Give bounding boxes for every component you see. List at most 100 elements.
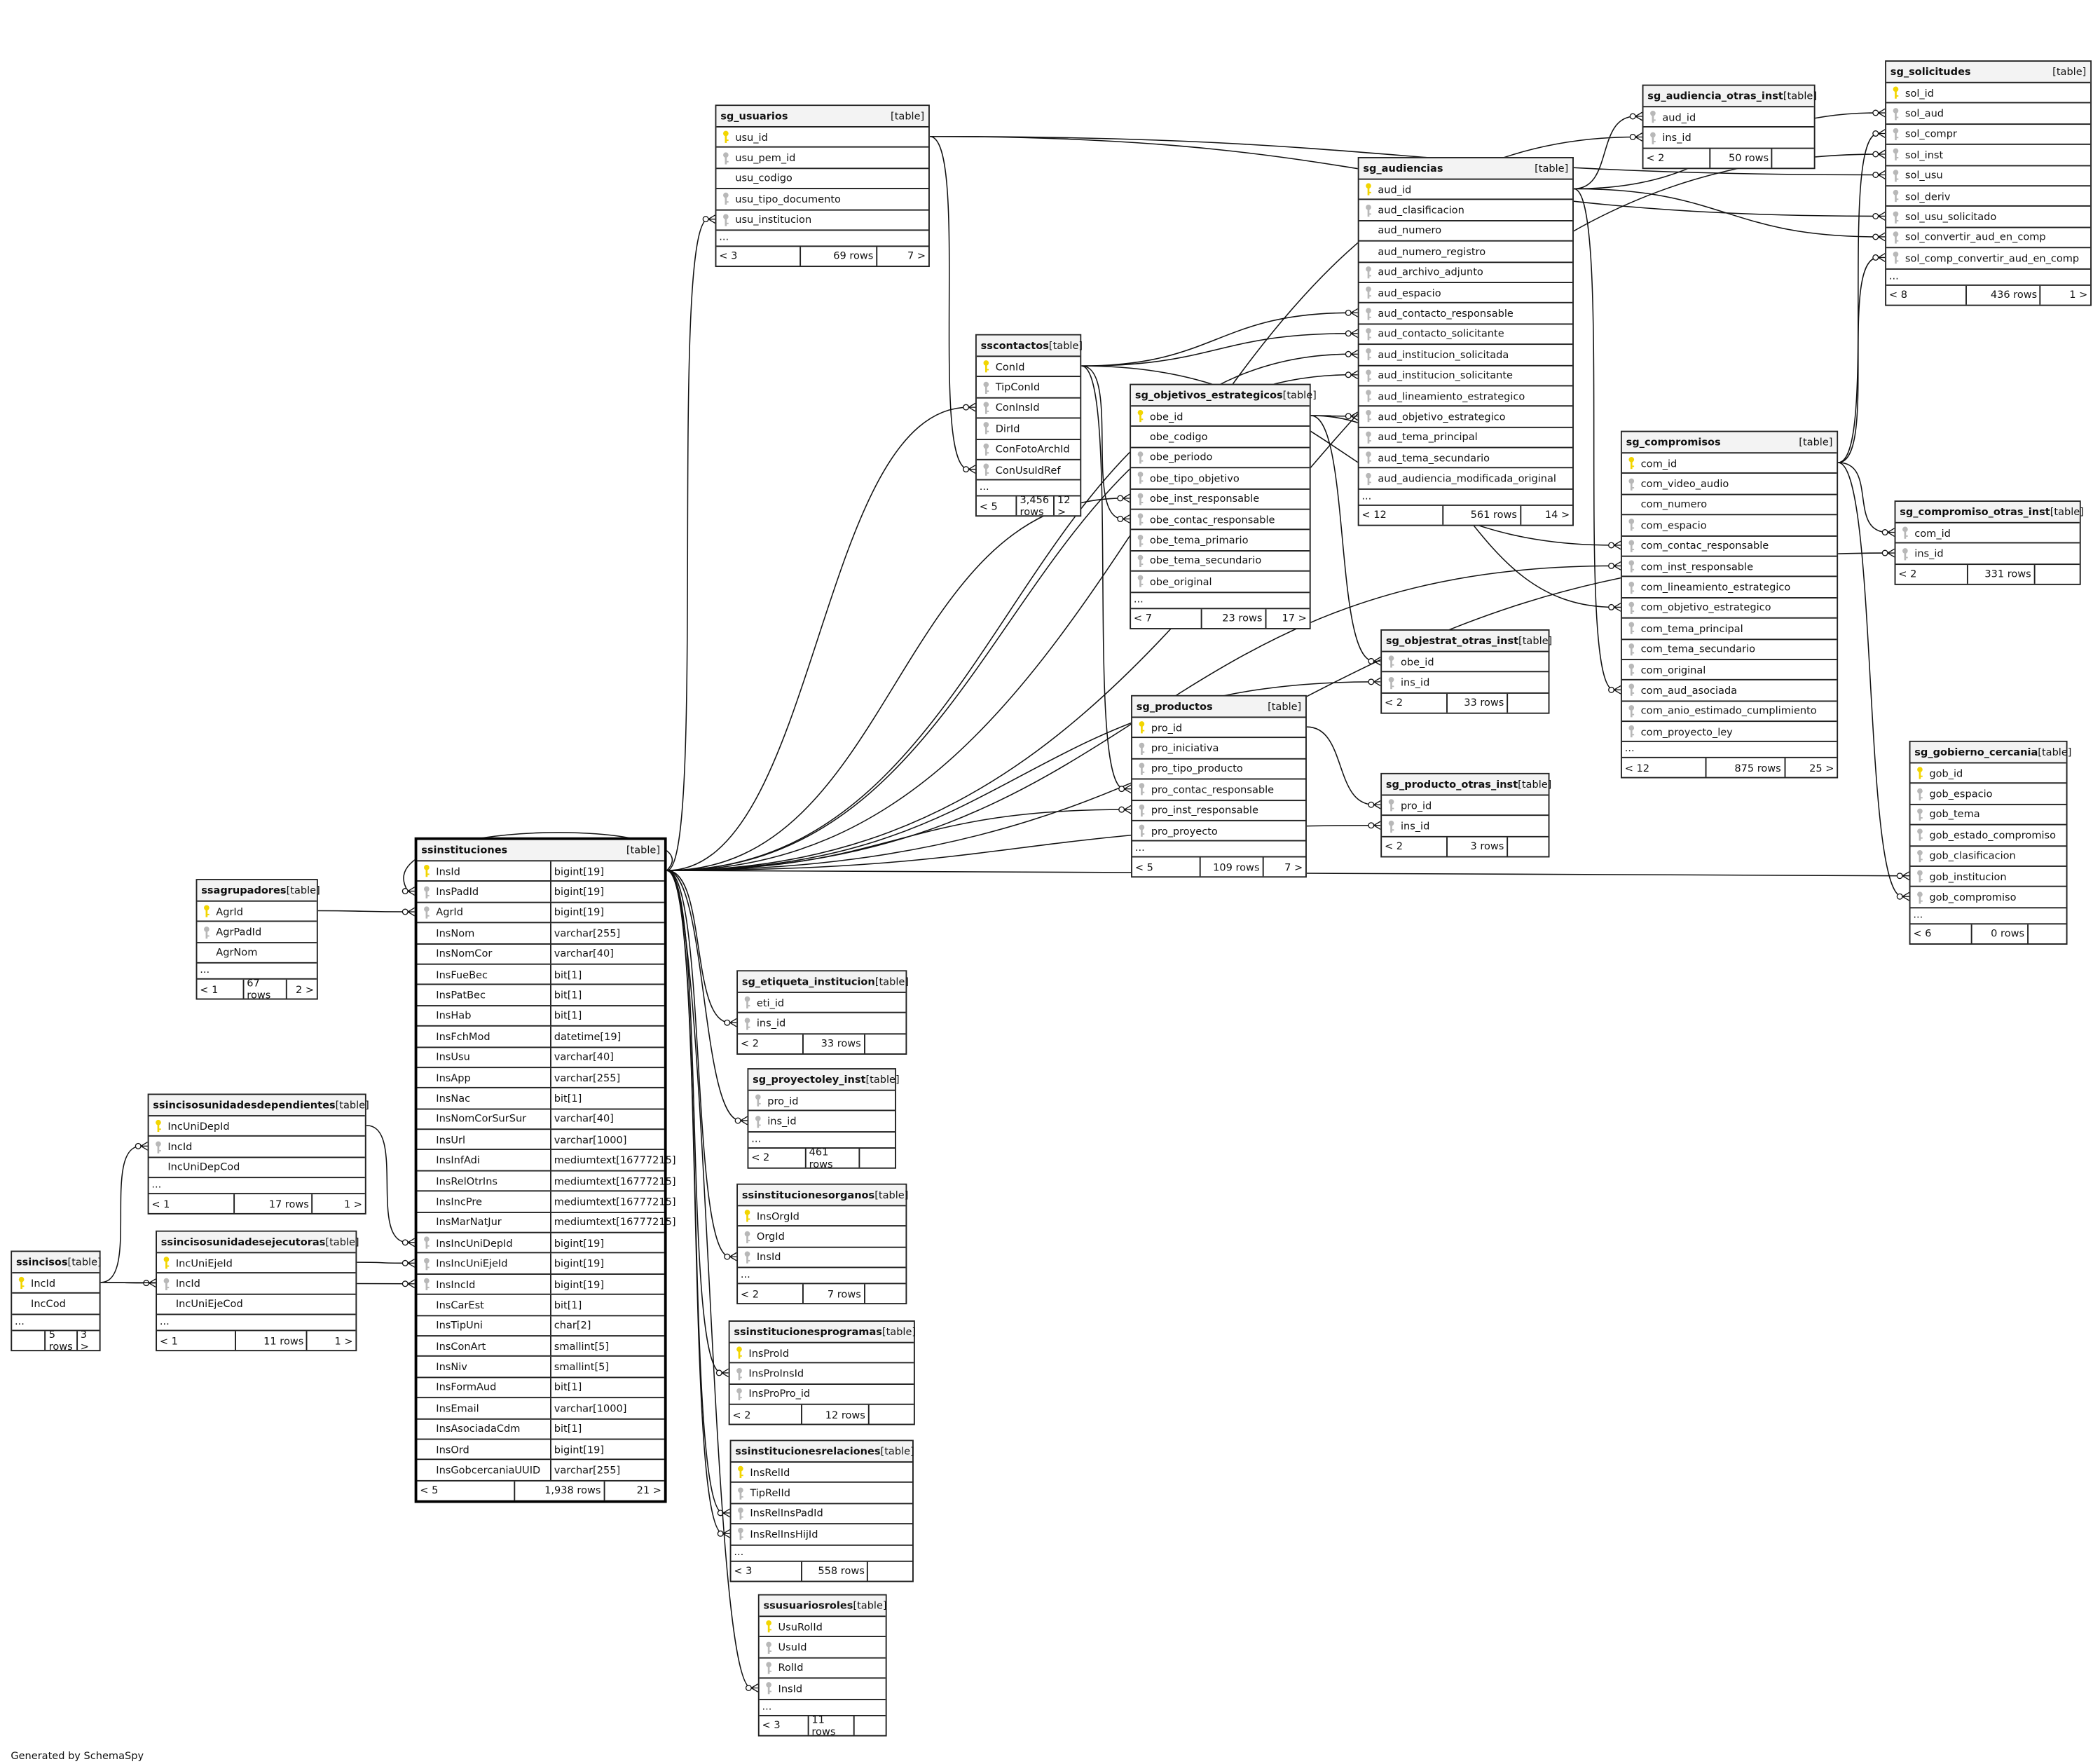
children-count-link[interactable] xyxy=(863,1034,906,1053)
table-name[interactable]: sg_compromiso_otras_inst xyxy=(1900,505,2050,519)
table-name[interactable]: ssincisosunidadesdependientes xyxy=(153,1099,336,1112)
table-name[interactable]: ssinstitucionesorganos xyxy=(741,1189,875,1201)
table-header[interactable]: sscontactos[table] xyxy=(976,335,1083,357)
children-count-link[interactable]: 7 > xyxy=(1262,858,1305,877)
children-count-link[interactable]: 25 > xyxy=(1783,758,1837,778)
table-name[interactable]: sg_productos xyxy=(1136,700,1213,713)
table-name[interactable]: sg_objetivos_estrategicos xyxy=(1134,389,1283,402)
row-count: 50 rows xyxy=(1709,149,1771,167)
parents-count-link[interactable] xyxy=(12,1331,45,1350)
parents-count-link[interactable]: < 2 xyxy=(740,1287,759,1300)
table-name[interactable]: sg_etiqueta_institucion xyxy=(741,975,875,988)
parents-count-link[interactable]: < 1 xyxy=(200,983,219,996)
table-type-label: [table] xyxy=(2038,746,2072,758)
table-name[interactable]: sg_objestrat_otras_inst xyxy=(1385,634,1519,647)
parents-count-link[interactable]: < 5 xyxy=(1134,861,1153,874)
children-count-link[interactable]: 1 > xyxy=(311,1194,365,1214)
more-columns-indicator: ... xyxy=(731,1545,912,1561)
children-count-link[interactable] xyxy=(1507,837,1548,856)
table-name[interactable]: ssagrupadores xyxy=(201,884,287,897)
parents-count-link[interactable]: < 6 xyxy=(1913,927,1932,940)
children-count-link[interactable] xyxy=(1771,149,1814,167)
table-name[interactable]: sscontactos xyxy=(980,339,1049,352)
table-name[interactable]: sg_solicitudes xyxy=(1890,65,1971,78)
table-name[interactable]: sg_proyectoley_inst xyxy=(753,1073,866,1086)
parents-count-link[interactable]: < 1 xyxy=(159,1334,178,1347)
table-header[interactable]: sg_objetivos_estrategicos[table] xyxy=(1131,385,1317,407)
children-count-link[interactable] xyxy=(2033,564,2080,584)
table-header[interactable]: sg_solicitudes[table] xyxy=(1886,62,2091,83)
children-count-link[interactable]: 2 > xyxy=(286,980,317,999)
children-count-link[interactable]: 14 > xyxy=(1519,505,1572,525)
parents-count-link[interactable]: < 2 xyxy=(1384,840,1404,853)
table-header[interactable]: sg_compromisos[table] xyxy=(1621,432,1837,454)
children-count-link[interactable]: 1 > xyxy=(2040,285,2090,304)
table-name[interactable]: ssincisosunidadesejecutoras xyxy=(160,1236,326,1248)
table-name[interactable]: sg_usuarios xyxy=(720,110,788,123)
table-header[interactable]: sg_compromiso_otras_inst[table] xyxy=(1895,502,2084,524)
parents-count-link[interactable]: < 3 xyxy=(734,1564,753,1577)
children-count-link[interactable] xyxy=(1507,693,1548,713)
table-header[interactable]: ssincisosunidadesdependientes[table] xyxy=(149,1095,369,1117)
parents-count-link[interactable]: < 2 xyxy=(751,1151,770,1164)
children-count-link[interactable] xyxy=(858,1148,895,1168)
table-header[interactable]: sg_usuarios[table] xyxy=(716,106,928,128)
table-name[interactable]: ssinstituciones xyxy=(421,844,508,856)
children-count-link[interactable]: 7 > xyxy=(876,247,928,266)
table-header[interactable]: ssincisos[table] xyxy=(12,1252,102,1274)
table-name[interactable]: ssincisos xyxy=(15,1256,68,1269)
table-header[interactable]: ssinstitucionesprogramas[table] xyxy=(729,1321,916,1343)
primary-key-icon xyxy=(716,130,735,144)
parents-count-link[interactable]: < 1 xyxy=(151,1198,170,1210)
table-name[interactable]: sg_audiencias xyxy=(1363,162,1443,175)
table-header[interactable]: ssagrupadores[table] xyxy=(197,880,320,902)
parents-count-link[interactable]: < 12 xyxy=(1624,762,1650,774)
table-header[interactable]: sg_etiqueta_institucion[table] xyxy=(738,971,909,993)
parents-count-link[interactable]: < 5 xyxy=(979,500,998,513)
children-count-link[interactable] xyxy=(863,1284,906,1304)
children-count-link[interactable]: 21 > xyxy=(603,1481,664,1500)
table-name[interactable]: sg_audiencia_otras_inst xyxy=(1647,90,1783,102)
table-name[interactable]: ssusuariosroles xyxy=(763,1599,853,1612)
children-count-link[interactable]: 3 > xyxy=(76,1328,99,1353)
parents-count-link[interactable]: < 3 xyxy=(719,250,738,263)
parents-count-link[interactable]: < 5 xyxy=(420,1484,439,1497)
parents-count-link[interactable]: < 8 xyxy=(1888,288,1907,301)
table-header[interactable]: ssinstitucionesrelaciones[table] xyxy=(731,1441,914,1463)
parents-count-link[interactable]: < 7 xyxy=(1133,612,1152,624)
table-header[interactable]: ssincisosunidadesejecutoras[table] xyxy=(157,1231,359,1254)
children-count-link[interactable]: 17 > xyxy=(1265,608,1309,628)
table-header[interactable]: ssusuariosroles[table] xyxy=(759,1595,887,1618)
parents-count-link[interactable]: < 12 xyxy=(1361,509,1387,521)
children-count-link[interactable] xyxy=(2026,924,2066,943)
children-count-link[interactable]: 1 > xyxy=(306,1331,355,1351)
parents-count-link[interactable]: < 3 xyxy=(762,1718,781,1732)
table-header[interactable]: sg_proyectoley_inst[table] xyxy=(748,1069,900,1091)
parents-count-link[interactable]: < 2 xyxy=(740,1037,759,1050)
foreign-key-icon xyxy=(732,1507,750,1520)
table-header[interactable]: sg_productos[table] xyxy=(1132,696,1306,718)
table-header[interactable]: sg_gobierno_cercania[table] xyxy=(1910,741,2071,764)
column-type: bit[1] xyxy=(550,1295,664,1315)
table-header[interactable]: sg_audiencia_otras_inst[table] xyxy=(1643,86,1817,108)
table-name[interactable]: ssinstitucionesrelaciones xyxy=(735,1445,881,1458)
children-count-link[interactable]: 12 > xyxy=(1053,494,1080,519)
table-name[interactable]: sg_compromisos xyxy=(1626,436,1721,449)
parents-count-link[interactable]: < 2 xyxy=(1646,151,1665,165)
children-count-link[interactable] xyxy=(853,1716,886,1735)
crowfoot-many-marker xyxy=(1878,232,1886,242)
children-count-link[interactable] xyxy=(867,1561,912,1580)
table-header[interactable]: ssinstituciones[table] xyxy=(417,840,664,862)
table-name[interactable]: ssinstitucionesprogramas xyxy=(734,1325,882,1338)
table-name[interactable]: sg_gobierno_cercania xyxy=(1914,746,2038,758)
table-header[interactable]: sg_audiencias[table] xyxy=(1359,158,1573,180)
parents-count-link[interactable]: < 2 xyxy=(1898,568,1917,580)
parents-count-link[interactable]: < 2 xyxy=(732,1408,751,1421)
children-count-link[interactable] xyxy=(867,1405,914,1424)
table-name[interactable]: sg_producto_otras_inst xyxy=(1385,778,1518,791)
table-header[interactable]: ssinstitucionesorganos[table] xyxy=(738,1184,908,1207)
foreign-key-icon xyxy=(1131,513,1150,526)
table-header[interactable]: sg_objestrat_otras_inst[table] xyxy=(1382,630,1552,652)
parents-count-link[interactable]: < 2 xyxy=(1384,697,1404,709)
table-header[interactable]: sg_producto_otras_inst[table] xyxy=(1382,774,1551,796)
